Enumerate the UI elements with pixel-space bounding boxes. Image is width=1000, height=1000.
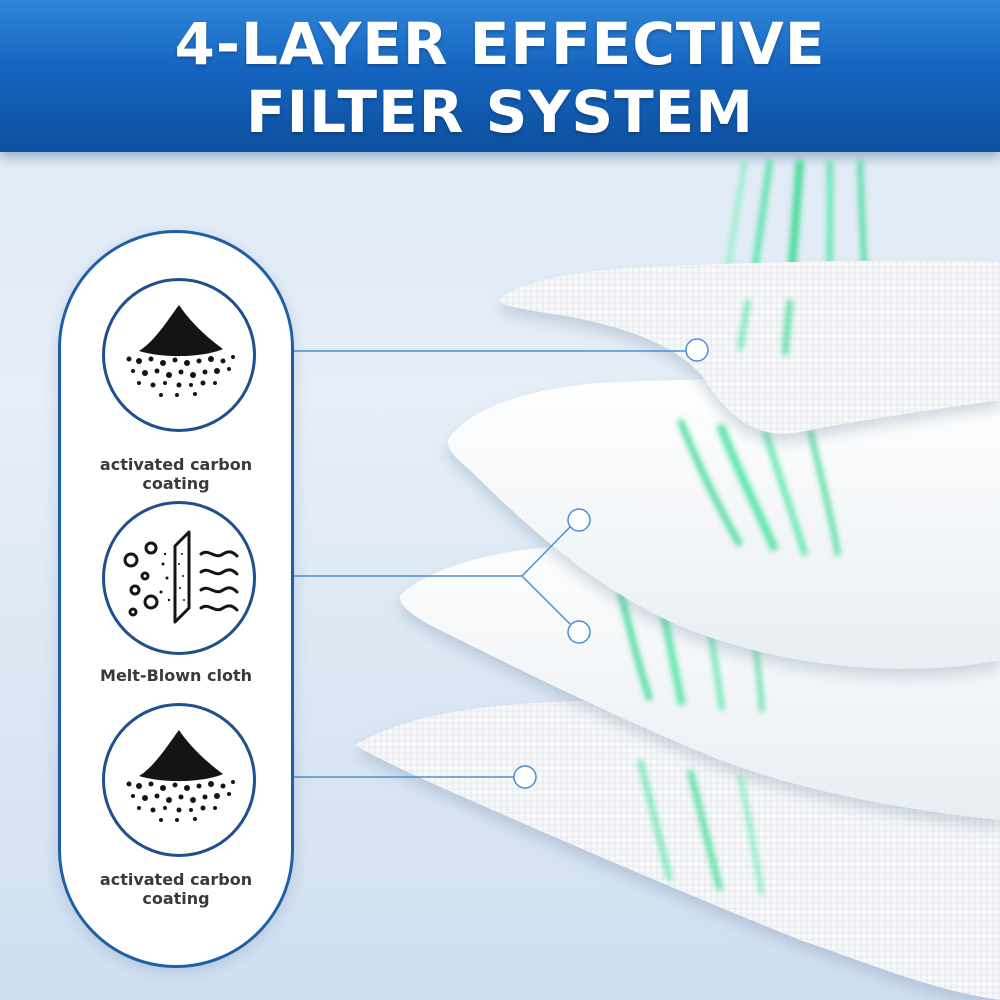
layer-3-icon-circle xyxy=(102,703,256,857)
layer-1-icon-circle xyxy=(102,278,256,432)
title-line-1: 4-LAYER EFFECTIVE xyxy=(174,10,826,78)
title-line-2: FILTER SYSTEM xyxy=(245,78,755,146)
connector-branch-up xyxy=(521,526,571,577)
layer-info-panel: activated carbon coating xyxy=(58,230,294,968)
connector-branch-down xyxy=(521,575,571,625)
connector-dot-1 xyxy=(685,338,709,362)
airflow-streaks-lower xyxy=(637,759,764,896)
connector-dots xyxy=(513,338,709,789)
melt-blown-filter-icon xyxy=(123,530,239,624)
airflow-streaks-top xyxy=(737,299,793,356)
carbon-powder-icon xyxy=(126,305,235,397)
title-banner: 4-LAYER EFFECTIVE FILTER SYSTEM xyxy=(0,0,1000,152)
connector-lines xyxy=(252,350,686,778)
layer-2-label: Melt-Blown cloth xyxy=(100,666,252,685)
connector-dot-4 xyxy=(513,765,537,789)
layer-3-label-line2: coating xyxy=(142,889,210,908)
layer-3-label-line1: activated carbon xyxy=(99,870,253,889)
layer-1-label-line2: coating xyxy=(142,474,210,493)
filter-sheet-1 xyxy=(498,260,1000,434)
connector-dot-3 xyxy=(567,620,591,644)
airflow-streaks-upper xyxy=(677,418,841,556)
carbon-powder-icon xyxy=(126,730,235,822)
layer-2-icon-circle xyxy=(102,501,256,655)
layer-1-label-line1: activated carbon xyxy=(99,455,253,474)
connector-dot-2 xyxy=(567,508,591,532)
